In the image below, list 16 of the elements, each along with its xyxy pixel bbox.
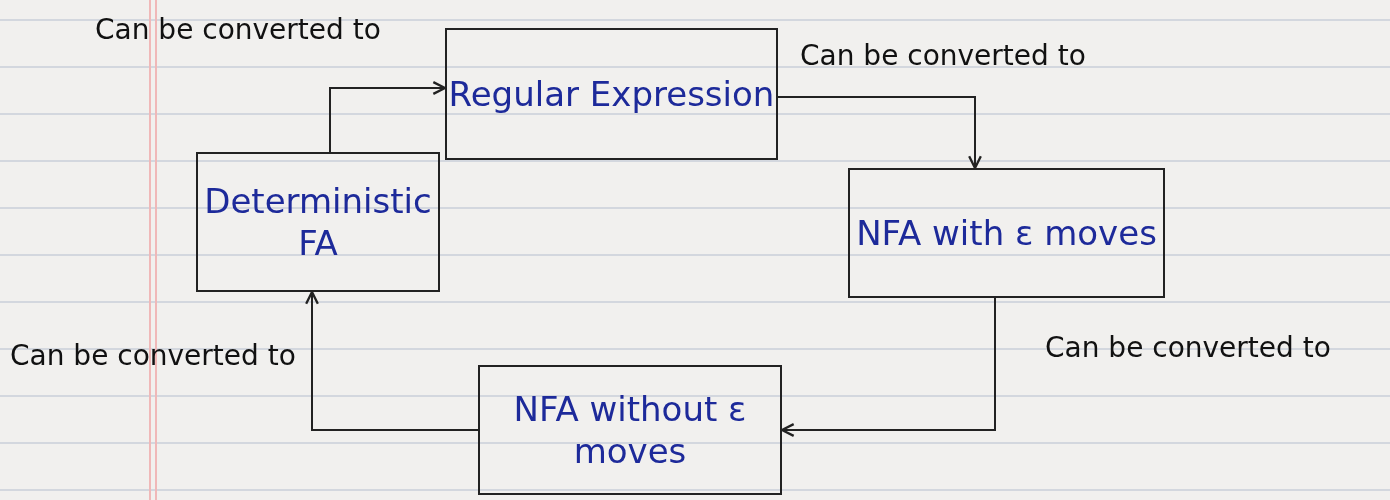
edge-label: Can be converted to [95, 12, 382, 48]
node-label: Regular Expression [448, 72, 775, 116]
arrow [329, 81, 447, 153]
process-box [196, 152, 440, 292]
arrow [305, 290, 479, 431]
node-label: NFA without ε moves [512, 387, 748, 473]
arrow [777, 96, 982, 170]
node-label: Deterministic FA [203, 179, 433, 265]
arrow [780, 297, 996, 437]
process-box [478, 365, 782, 495]
process-box [848, 168, 1165, 298]
edge-label: Can be converted to [10, 338, 297, 374]
edge-label: Can be converted to [1045, 330, 1332, 366]
edge-label: Can be converted to [800, 38, 1087, 74]
process-box [445, 28, 778, 160]
node-label: NFA with ε moves [856, 211, 1157, 255]
